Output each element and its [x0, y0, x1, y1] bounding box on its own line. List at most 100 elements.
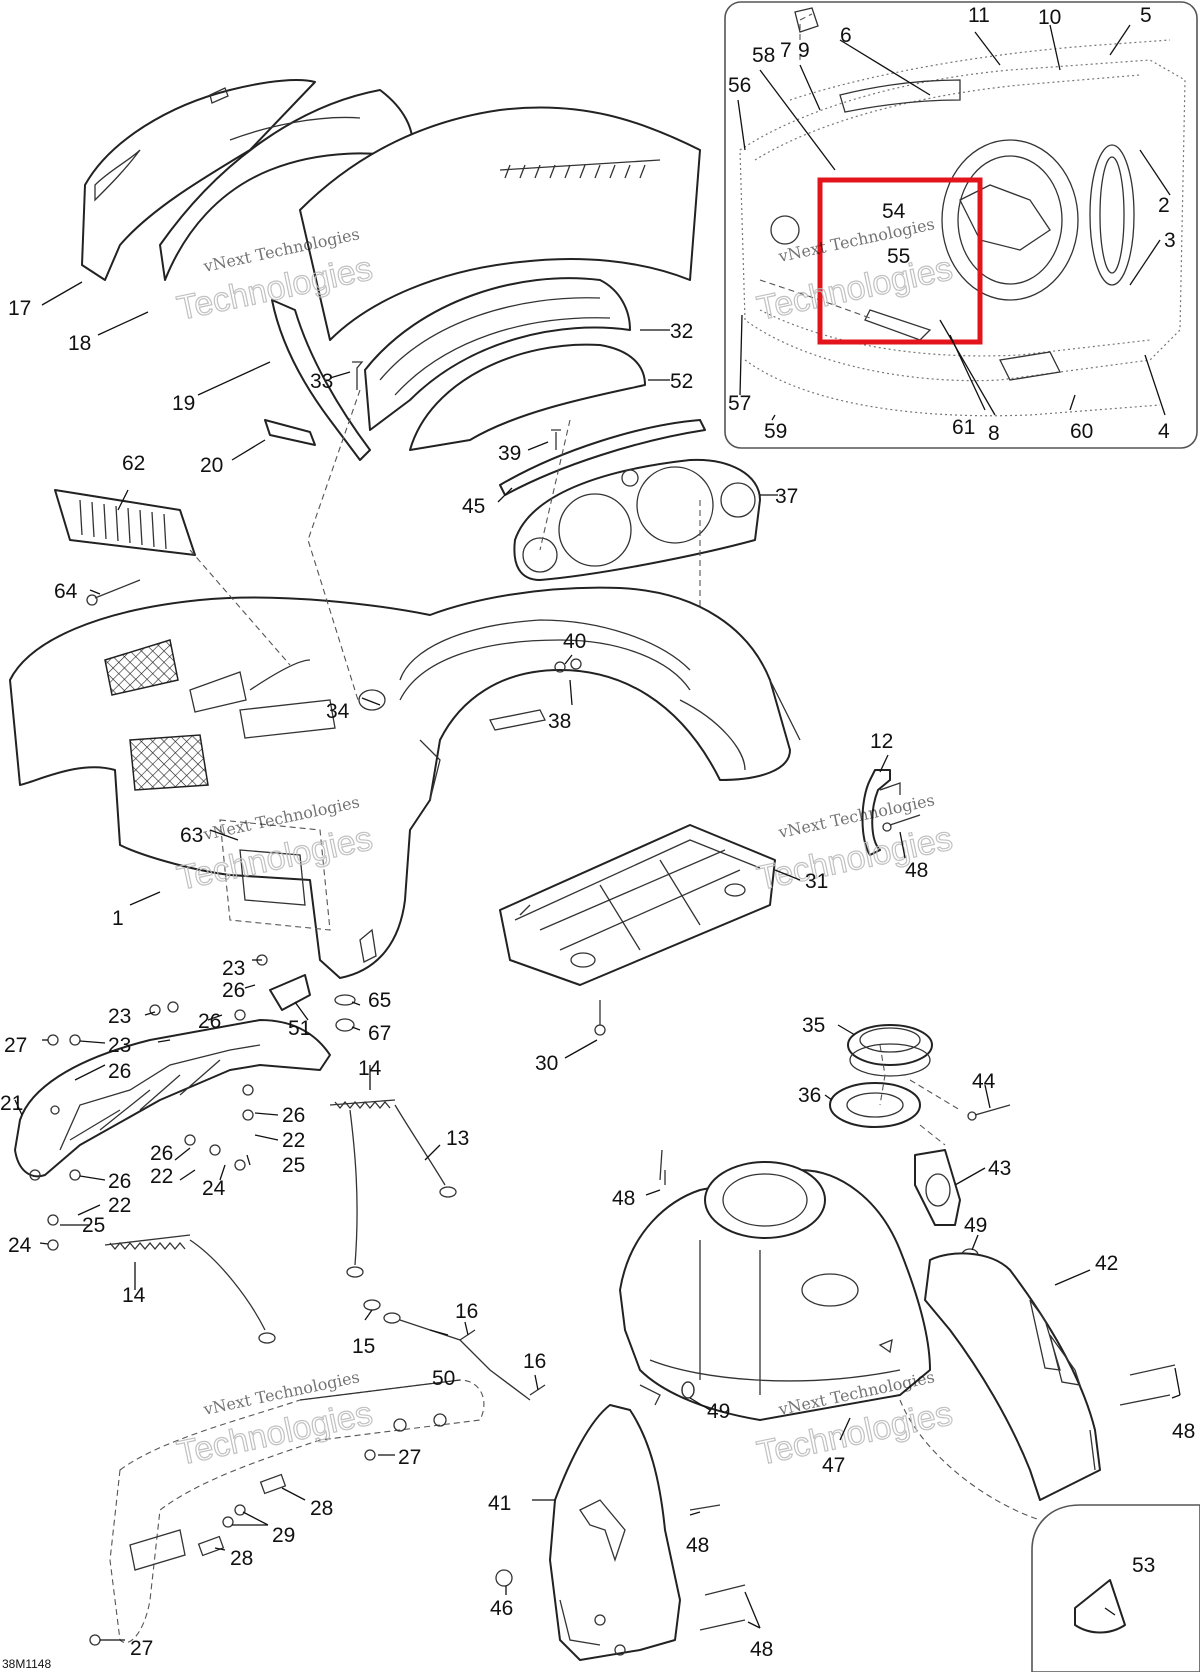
- cable-13: [346, 1104, 457, 1278]
- callout-28-b: 28: [230, 1547, 253, 1570]
- callout-47: 47: [822, 1454, 845, 1477]
- callout-53: 53: [1132, 1554, 1155, 1577]
- callout-16-b: 16: [523, 1350, 546, 1373]
- callout-23-b: 23: [108, 1005, 131, 1028]
- callout-4: 4: [1158, 420, 1170, 443]
- floor-tray-31: [499, 824, 776, 986]
- callout-24-b: 24: [8, 1234, 32, 1257]
- callout-23-a: 23: [222, 957, 245, 980]
- callout-23-c: 23: [108, 1034, 131, 1057]
- callout-27-b: 27: [398, 1446, 421, 1469]
- screw-39: [551, 429, 561, 450]
- callout-54: 54: [882, 200, 906, 223]
- callout-26-e: 26: [150, 1142, 173, 1165]
- rod-50: [399, 1319, 531, 1401]
- strip-45: [499, 419, 706, 496]
- front-panel-17: [81, 79, 316, 281]
- rivets-48-left: [689, 1504, 746, 1631]
- leader-lines: [14, 24, 1181, 1641]
- screw-64: [86, 579, 141, 606]
- plate-43: [914, 1149, 961, 1226]
- callout-61: 61: [952, 416, 975, 439]
- spring-14-upper: [329, 1099, 396, 1110]
- callout-6: 6: [840, 24, 852, 47]
- callout-19: 19: [172, 392, 195, 415]
- callout-27-a: 27: [4, 1034, 27, 1057]
- callout-58: 58: [752, 44, 775, 67]
- gauge-hood-32: [364, 277, 631, 431]
- bolts-23-26: [47, 954, 268, 1251]
- callout-26-b: 26: [198, 1010, 221, 1033]
- vent-62: [54, 489, 196, 556]
- grommet-49-left: [681, 1381, 695, 1399]
- o-ring-15: [363, 1299, 401, 1324]
- rivet-48-upper: [882, 814, 921, 832]
- highlight-box: [817, 177, 983, 345]
- screw-33: [352, 361, 364, 390]
- callout-36: 36: [798, 1084, 821, 1107]
- callout-13: 13: [446, 1127, 469, 1150]
- washer-65: [334, 994, 356, 1006]
- windshield-19: [271, 106, 701, 461]
- screw-40: [554, 658, 582, 673]
- bracket-51: [269, 974, 311, 1011]
- gauge-bezel-37: [513, 458, 761, 581]
- callout-26-c: 26: [108, 1060, 131, 1083]
- callout-48-a: 48: [905, 859, 928, 882]
- plug-46: [495, 1569, 513, 1587]
- callout-2: 2: [1158, 194, 1170, 217]
- callout-39: 39: [498, 442, 521, 465]
- callout-26-f: 26: [108, 1170, 131, 1193]
- callout-52: 52: [670, 370, 693, 393]
- access-panel-63: [219, 819, 331, 931]
- callout-67: 67: [368, 1022, 391, 1045]
- callout-25-b: 25: [82, 1214, 105, 1237]
- callout-15: 15: [352, 1335, 375, 1358]
- callout-21: 21: [0, 1092, 23, 1115]
- callout-42: 42: [1095, 1252, 1118, 1275]
- callout-48-c: 48: [612, 1187, 635, 1210]
- callout-12: 12: [870, 730, 893, 753]
- callout-3: 3: [1164, 229, 1176, 252]
- callout-49-a: 49: [964, 1214, 987, 1237]
- nut-67: [335, 1018, 355, 1032]
- callout-55: 55: [887, 245, 910, 268]
- callout-44: 44: [972, 1070, 996, 1093]
- bracket-12: [861, 769, 901, 856]
- callout-49-b: 49: [707, 1400, 730, 1423]
- callout-26-a: 26: [222, 979, 245, 1002]
- callout-25-a: 25: [282, 1154, 305, 1177]
- callout-59: 59: [764, 420, 787, 443]
- bracket-20: [264, 419, 316, 446]
- callout-64: 64: [54, 580, 78, 603]
- callout-11: 11: [968, 4, 990, 27]
- callout-56: 56: [728, 74, 751, 97]
- callout-62: 62: [122, 452, 145, 475]
- screw-30: [594, 1000, 606, 1036]
- connector-lines: [189, 389, 961, 1146]
- callout-17: 17: [8, 297, 31, 320]
- callout-46: 46: [490, 1597, 513, 1620]
- callout-48-d: 48: [686, 1534, 709, 1557]
- callout-14-a: 14: [358, 1057, 382, 1080]
- callout-31: 31: [805, 870, 828, 893]
- callout-22-c: 22: [108, 1194, 131, 1217]
- callout-28-a: 28: [310, 1497, 333, 1520]
- callout-30: 30: [535, 1052, 558, 1075]
- callout-40: 40: [563, 630, 586, 653]
- inset-detail-panel: [724, 1, 1198, 449]
- callout-5: 5: [1140, 4, 1152, 27]
- callout-27-c: 27: [130, 1637, 153, 1660]
- callout-51: 51: [288, 1017, 311, 1040]
- callout-22-b: 22: [150, 1165, 173, 1188]
- callout-48-b: 48: [1172, 1420, 1195, 1443]
- callout-16-a: 16: [455, 1300, 478, 1323]
- steering-support-21: [14, 1019, 331, 1181]
- callout-48-e: 48: [750, 1638, 773, 1661]
- callout-1: 1: [112, 907, 124, 930]
- callout-26-d: 26: [282, 1104, 305, 1127]
- rivet-48-mid: [659, 1149, 663, 1181]
- callout-37: 37: [775, 485, 798, 508]
- side-panel-41: [549, 1404, 681, 1661]
